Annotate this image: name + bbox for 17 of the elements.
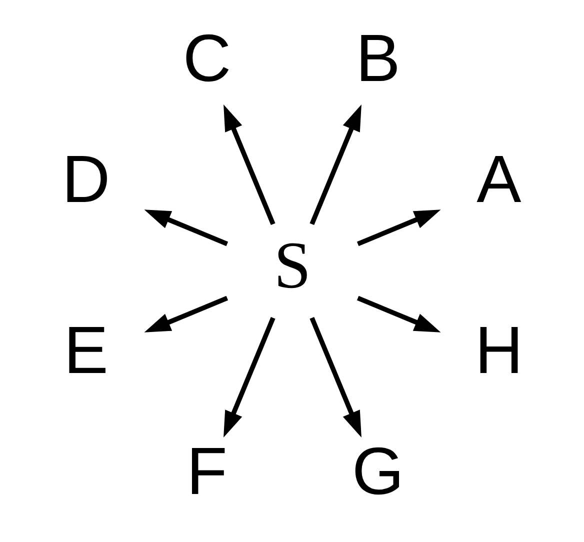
node-text: H bbox=[474, 312, 523, 388]
node-text: F bbox=[186, 434, 227, 509]
node-text: C bbox=[182, 20, 231, 96]
node-text: G bbox=[352, 434, 404, 509]
arrow bbox=[144, 296, 228, 332]
node-text: D bbox=[61, 142, 110, 217]
arrow bbox=[356, 296, 440, 332]
arrow bbox=[309, 104, 361, 226]
node-text: S bbox=[273, 228, 311, 302]
node-text: A bbox=[476, 142, 521, 217]
node-text: B bbox=[355, 20, 400, 96]
node-text: E bbox=[63, 312, 108, 388]
arrow bbox=[144, 210, 228, 246]
arrow bbox=[356, 210, 440, 246]
arrow bbox=[223, 316, 275, 438]
arrow bbox=[309, 316, 361, 438]
arrow bbox=[223, 104, 275, 226]
